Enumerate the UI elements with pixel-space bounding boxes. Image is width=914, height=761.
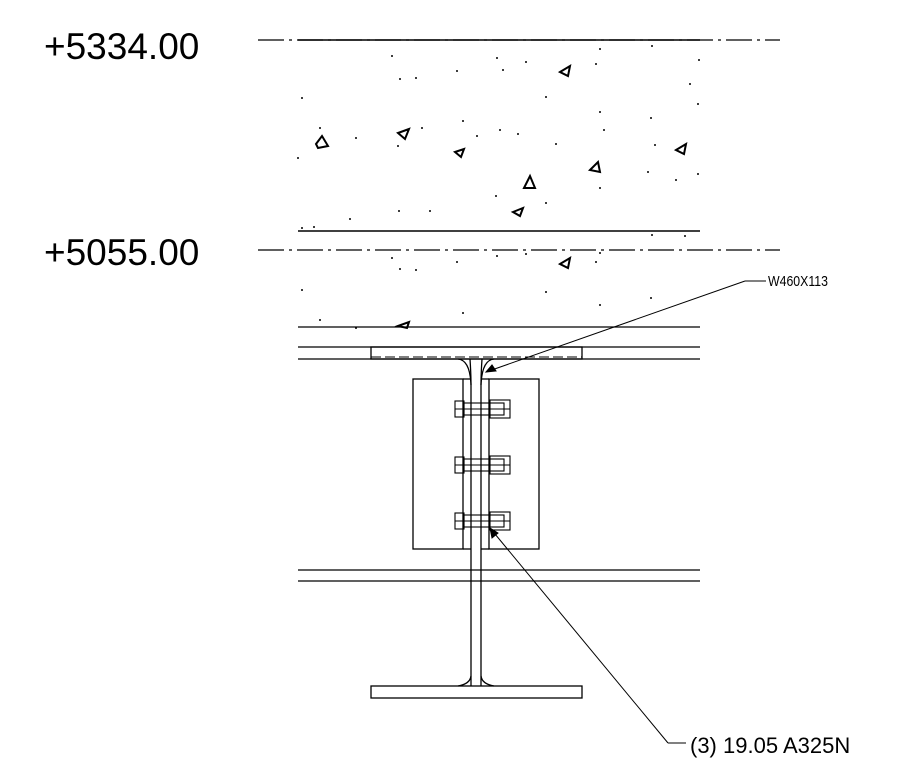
bolt-leader bbox=[489, 526, 686, 744]
bolt-callout-label: (3) 19.05 A325N bbox=[690, 733, 851, 758]
bolt-1 bbox=[454, 399, 511, 419]
elevation-label-bottom: +5055.00 bbox=[44, 232, 200, 273]
bolt-group bbox=[454, 399, 511, 531]
top-flange bbox=[370, 346, 583, 360]
clip-angle-left bbox=[412, 378, 464, 550]
elevation-label-top: +5334.00 bbox=[44, 26, 200, 67]
bolt-2 bbox=[454, 455, 511, 475]
beam-callout-label: W460X113 bbox=[768, 273, 828, 290]
beam-web bbox=[469, 358, 483, 686]
clip-angle-right bbox=[488, 378, 540, 550]
bolt-3 bbox=[454, 511, 511, 531]
beam-leader bbox=[484, 280, 766, 373]
bottom-flange bbox=[370, 685, 583, 699]
concrete-dots bbox=[297, 45, 700, 329]
concrete-hatch bbox=[314, 63, 688, 330]
